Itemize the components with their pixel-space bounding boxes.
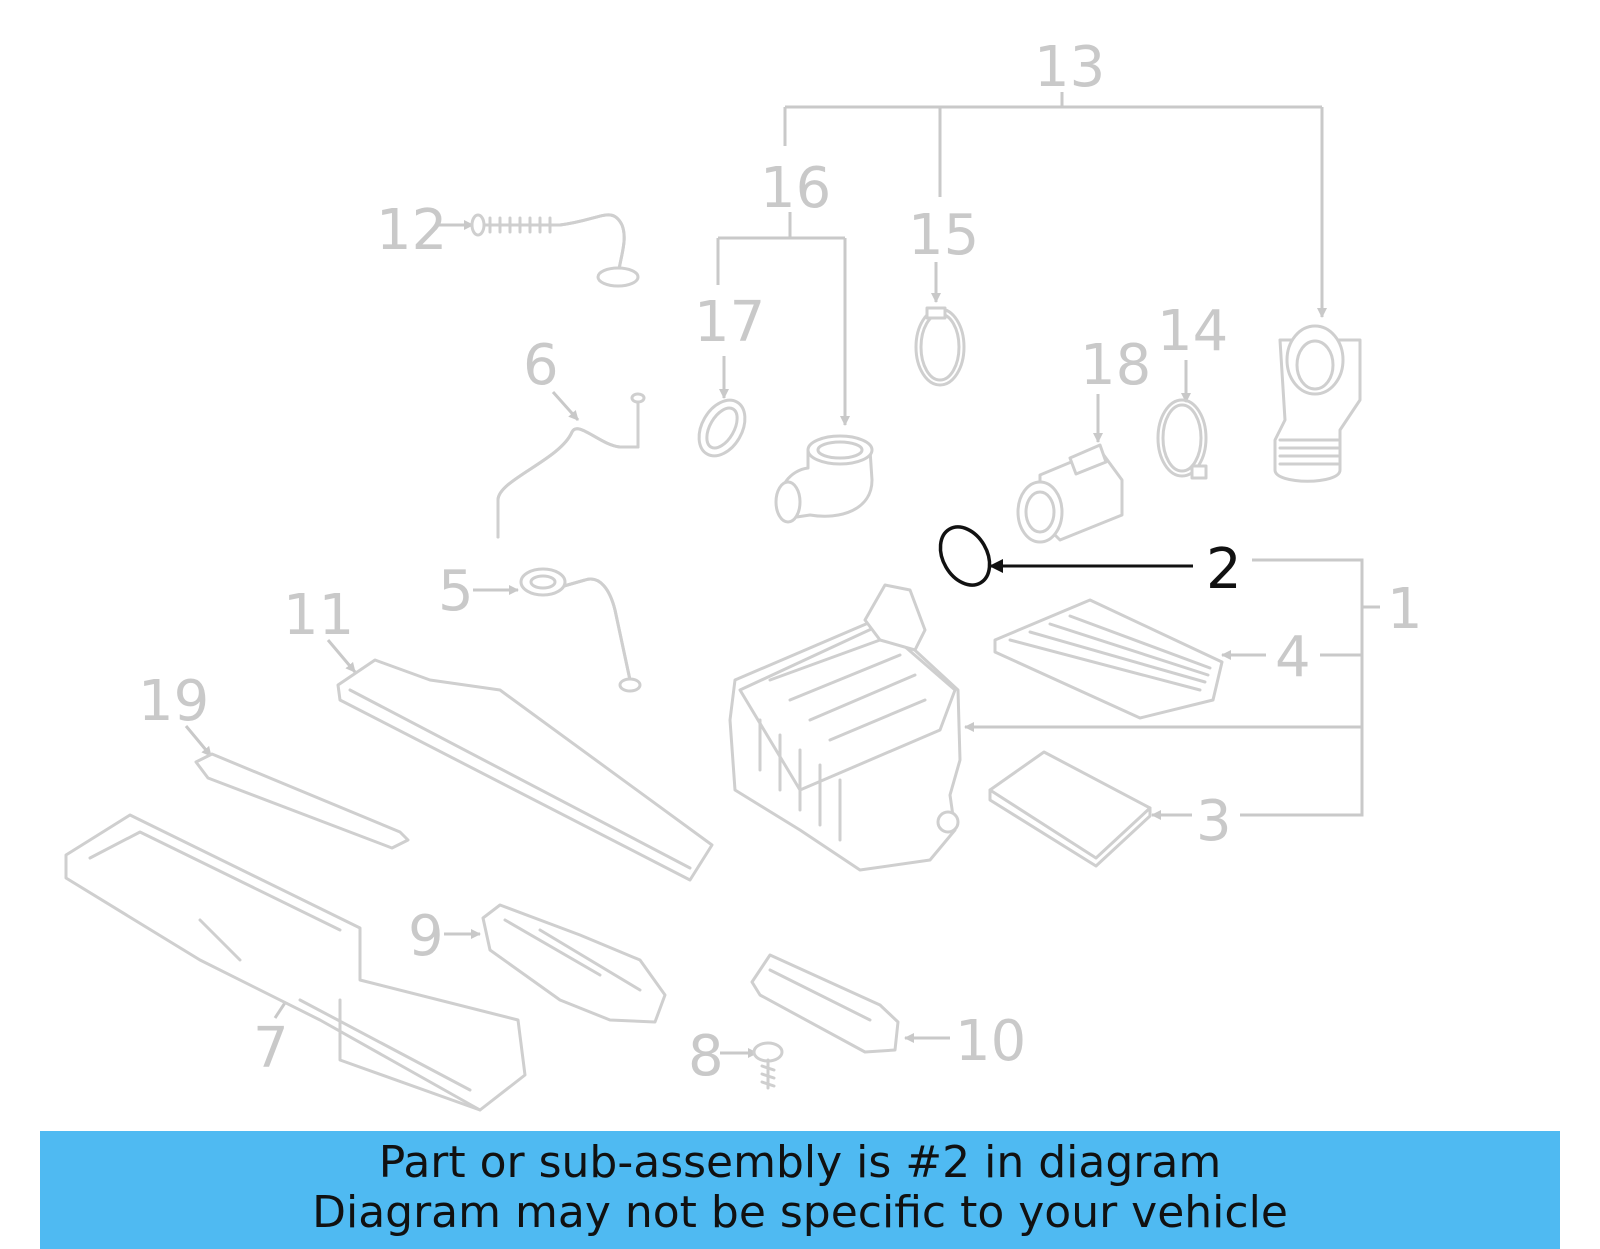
callout-13: 13: [1034, 35, 1105, 100]
callout-1-group: 1: [964, 558, 1423, 817]
callout-2: 2: [1206, 537, 1242, 602]
callout-5: 5: [438, 559, 474, 624]
callout-1: 1: [1387, 577, 1423, 642]
banner-line-part-number: Part or sub-assembly is #2 in diagram: [378, 1137, 1222, 1188]
part-16-intake-elbow: [774, 434, 874, 524]
leader-6: [551, 391, 580, 421]
callout-18: 18: [1080, 333, 1151, 398]
part-5-pcv-pipe: [519, 567, 642, 693]
callout-4: 4: [1275, 625, 1311, 690]
callout-13-group: 13: [783, 35, 1327, 318]
callout-14: 14: [1157, 299, 1228, 364]
part-1-air-cleaner-housing: [728, 583, 962, 872]
callout-3: 3: [1196, 789, 1232, 854]
callout-17: 17: [694, 290, 765, 355]
callout-15: 15: [908, 203, 979, 268]
part-11-seal-strip: [336, 658, 714, 882]
callout-6: 6: [523, 333, 559, 398]
banner-line-disclaimer: Diagram may not be specific to your vehi…: [312, 1187, 1288, 1238]
leader-11: [326, 639, 357, 673]
leader-1: [1240, 558, 1380, 817]
part-14-clamp: [1156, 398, 1208, 480]
callout-9: 9: [408, 904, 444, 969]
part-12-breather-hose: [470, 213, 640, 288]
callout-12: 12: [376, 198, 447, 263]
callout-7: 7: [253, 1016, 289, 1081]
part-3-filter-element: [988, 750, 1152, 868]
part-9-bracket: [481, 903, 667, 1024]
callout-10: 10: [955, 1009, 1026, 1074]
leader-13: [783, 92, 1322, 197]
callout-16: 16: [760, 156, 831, 221]
part-19-bracket: [194, 752, 410, 850]
callout-11: 11: [283, 583, 354, 648]
part-10-intake-snorkel: [750, 953, 900, 1054]
part-15-clamp: [914, 306, 966, 387]
part-18-maf-sensor: [1016, 443, 1124, 544]
part-17-o-ring: [697, 398, 747, 458]
callout-16-group: 16: [716, 156, 850, 426]
part-7-air-duct: [64, 813, 527, 1112]
part-6-hose: [496, 392, 646, 539]
part-8-screw: [752, 1041, 784, 1090]
callout-8: 8: [688, 1024, 724, 1089]
callout-19: 19: [138, 669, 209, 734]
part-13-intake-duct: [1273, 324, 1362, 483]
leader-19: [184, 725, 213, 757]
info-banner: Part or sub-assembly is #2 in diagram Di…: [40, 1131, 1560, 1249]
leader-16: [716, 212, 845, 285]
part-4-air-filter: [993, 598, 1224, 720]
part-2-o-ring: [938, 525, 992, 587]
